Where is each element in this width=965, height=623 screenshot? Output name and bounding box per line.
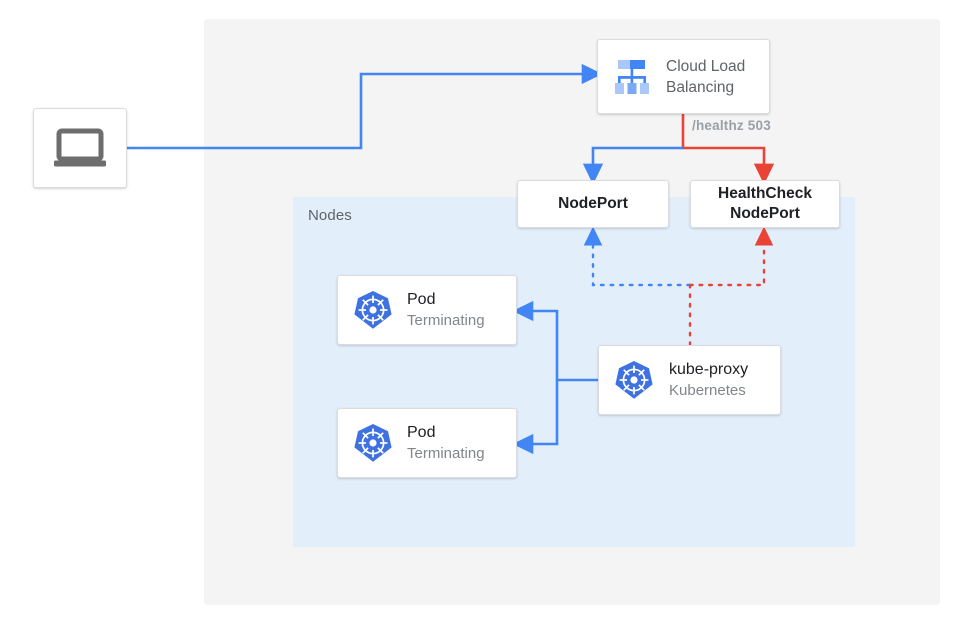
laptop-icon [54, 128, 106, 167]
nodeport-card: NodePort [517, 180, 669, 228]
lb-label-line1: Cloud Load [666, 57, 746, 75]
wire-lb-to-healthcheck [681, 114, 775, 185]
wire-lb-to-nodeport [582, 146, 683, 185]
kube-proxy-text: kube-proxy Kubernetes [669, 359, 748, 401]
kube-proxy-subtitle: Kubernetes [669, 382, 746, 399]
wire-client-to-lb [127, 63, 603, 150]
kubernetes-icon [354, 291, 392, 329]
healthcheck-nodeport-card: HealthCheck NodePort [690, 180, 840, 228]
kube-proxy-card: kube-proxy Kubernetes [598, 345, 781, 415]
pod-card: Pod Terminating [337, 275, 517, 345]
kubernetes-icon [615, 361, 653, 399]
healthcheck-nodeport-label: HealthCheck NodePort [718, 184, 812, 224]
cloud-load-balancing-text: Cloud Load Balancing [666, 56, 745, 98]
healthcheck-label-line1: HealthCheck [718, 185, 812, 202]
nodeport-label: NodePort [558, 195, 628, 212]
wire-kubeproxy-to-healthcheck-dotted [688, 226, 774, 287]
healthz-annotation: /healthz 503 [692, 118, 771, 133]
pod-card: Pod Terminating [337, 408, 517, 478]
pod-status: Terminating [407, 312, 485, 329]
kubernetes-icon [354, 424, 392, 462]
pod-text: Pod Terminating [407, 289, 485, 331]
wire-kubeproxy-to-nodeport-dotted [583, 226, 692, 287]
client-card [33, 108, 127, 188]
wire-kubeproxy-to-pods [512, 300, 598, 382]
pod-title: Pod [407, 291, 436, 308]
nodes-panel-label: Nodes [308, 207, 352, 224]
healthcheck-label-line2: NodePort [730, 205, 800, 222]
cloud-load-balancing-icon [615, 59, 649, 94]
pod-status: Terminating [407, 445, 485, 462]
wire-kubeproxy-to-pod2 [512, 380, 559, 455]
pod-title: Pod [407, 424, 436, 441]
kube-proxy-title: kube-proxy [669, 361, 749, 378]
cloud-load-balancing-card: Cloud Load Balancing [597, 39, 770, 114]
lb-label-line2: Balancing [666, 78, 735, 96]
pod-text: Pod Terminating [407, 422, 485, 464]
